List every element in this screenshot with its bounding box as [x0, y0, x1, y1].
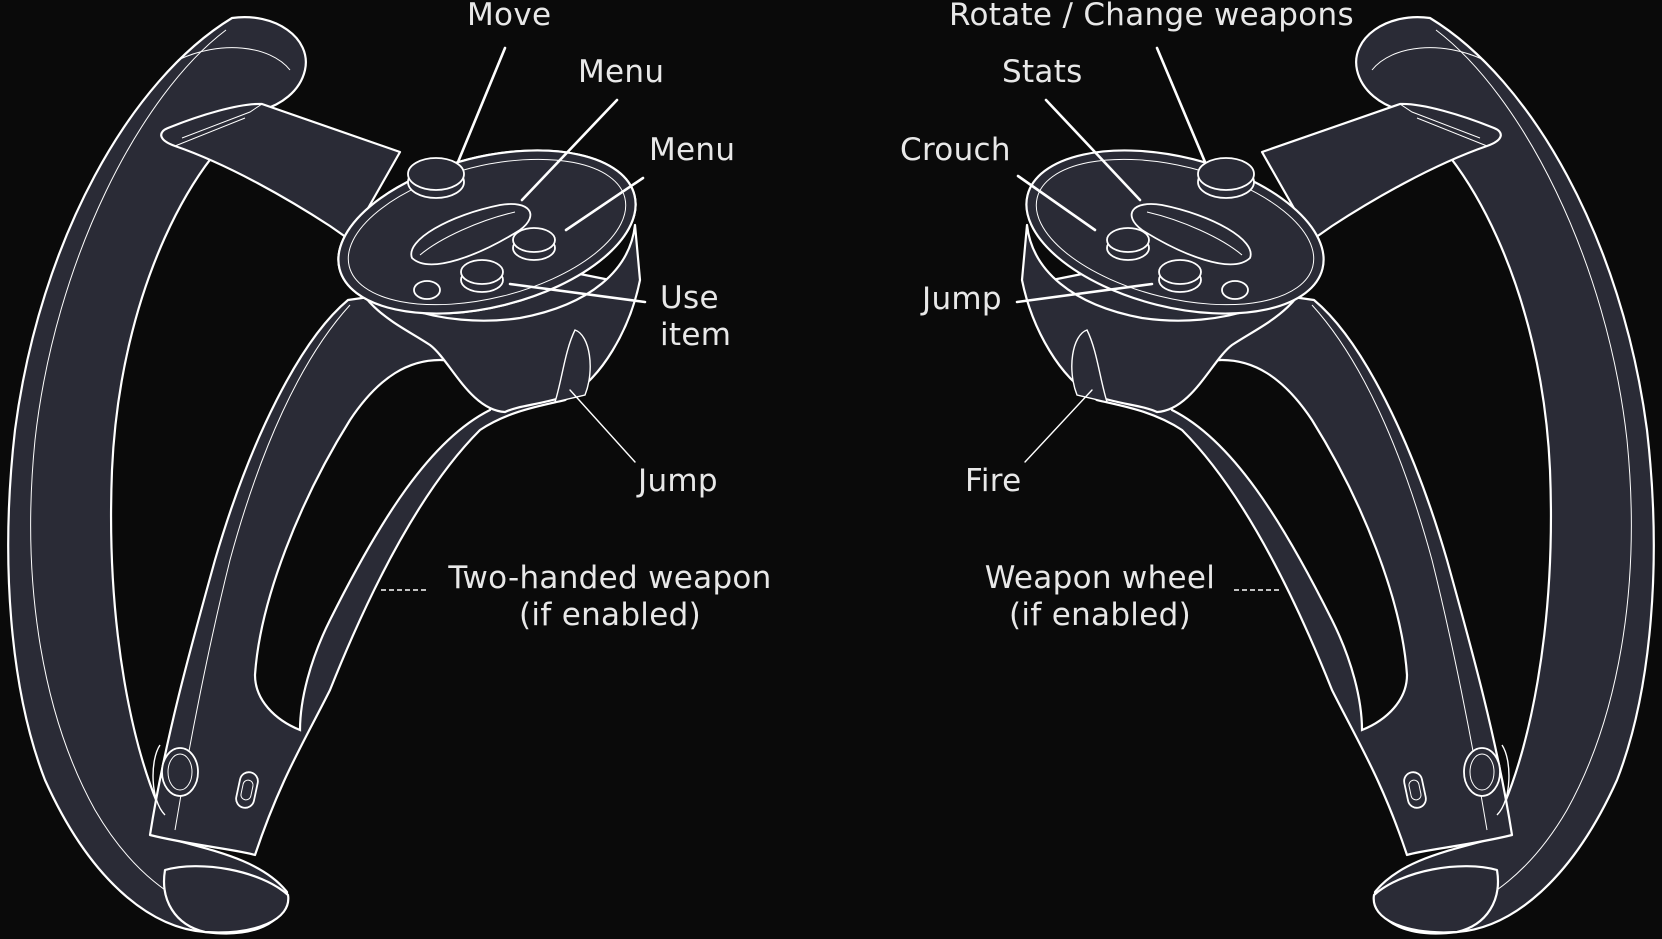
leader-right-fire — [1024, 389, 1093, 463]
label-left-menu-1: Menu — [578, 54, 665, 90]
left-trackpad — [410, 203, 532, 266]
right-trigger — [1071, 329, 1109, 403]
left-grip — [148, 268, 612, 857]
left-button-b — [460, 259, 504, 285]
label-left-jump: Jump — [638, 463, 718, 499]
right-thumbstick-cap — [1197, 157, 1255, 191]
label-left-menu-2: Menu — [649, 132, 736, 168]
left-bottom-slot — [235, 771, 259, 809]
label-right-stats: Stats — [1002, 54, 1083, 90]
label-right-weapon-wheel: Weapon wheel (if enabled) — [980, 560, 1220, 634]
right-bottom-button — [1463, 747, 1501, 797]
label-left-two-handed: Two-handed weapon (if enabled) — [445, 560, 775, 634]
leader-left-jump — [569, 389, 636, 463]
right-grip-cutout — [1168, 358, 1409, 732]
label-left-move: Move — [467, 0, 552, 33]
right-bottom-slot — [1403, 771, 1427, 809]
left-trigger — [553, 329, 591, 403]
leader-left-use-item — [508, 282, 647, 304]
label-right-weapon-wheel-line2: (if enabled) — [1009, 597, 1191, 633]
label-left-use-item-line2: item — [660, 317, 732, 353]
leader-right-jump — [1015, 282, 1154, 304]
right-button-a — [1106, 227, 1150, 253]
label-right-crouch: Crouch — [900, 132, 1011, 168]
left-thumbstick-cap — [407, 157, 465, 191]
leader-lines — [381, 46, 1281, 591]
right-system-button — [1221, 280, 1249, 300]
leader-right-crouch — [1016, 174, 1097, 232]
label-left-use-item-line1: Use — [660, 280, 719, 316]
label-right-jump: Jump — [922, 281, 1002, 317]
left-upper-spoke — [160, 102, 402, 242]
leader-right-rotate — [1155, 46, 1207, 164]
right-button-b — [1158, 259, 1202, 285]
label-right-weapon-wheel-line1: Weapon wheel — [984, 560, 1216, 596]
leader-left-menu-2 — [564, 176, 645, 232]
leader-right-stats — [1044, 98, 1142, 202]
left-controller — [7, 16, 642, 935]
label-right-fire: Fire — [965, 463, 1022, 499]
left-grip-cutout — [253, 358, 494, 732]
label-right-rotate: Rotate / Change weapons — [949, 0, 1354, 33]
right-trackpad — [1130, 203, 1252, 266]
label-left-two-handed-line1: Two-handed weapon — [448, 560, 772, 596]
left-bottom-button — [161, 747, 199, 797]
leader-left-move — [456, 46, 507, 164]
left-button-a — [512, 227, 556, 253]
label-left-use-item: Use item — [660, 280, 731, 354]
label-left-two-handed-line2: (if enabled) — [519, 597, 701, 633]
right-controller — [1020, 16, 1655, 935]
left-system-button — [413, 280, 441, 300]
right-upper-spoke — [1260, 102, 1502, 242]
right-grip — [1050, 268, 1514, 857]
leader-left-menu-1 — [520, 98, 619, 202]
